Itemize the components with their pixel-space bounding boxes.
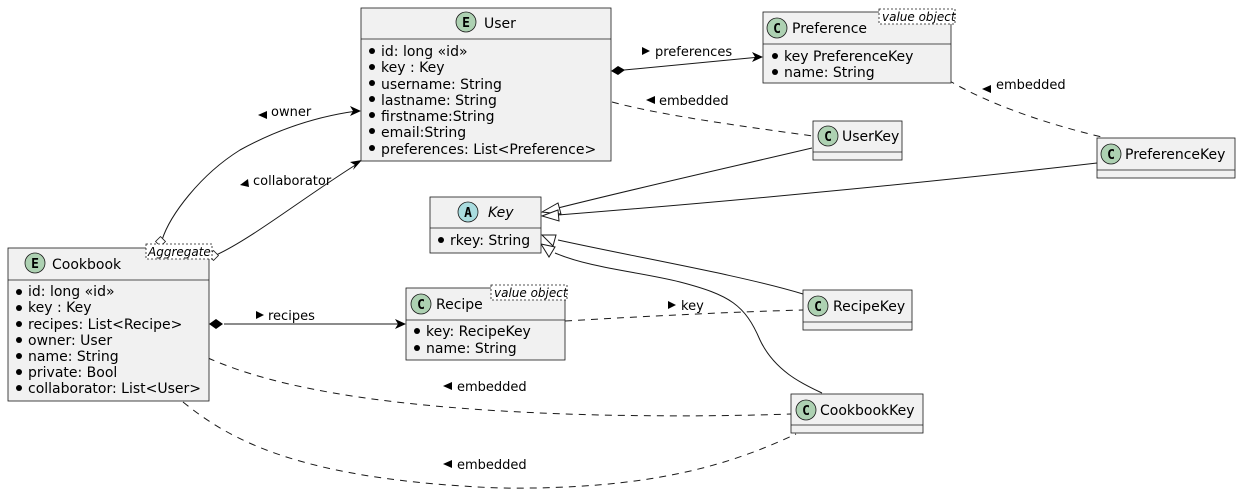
svg-text:C: C bbox=[1107, 148, 1115, 163]
svg-text:key : Key: key : Key bbox=[381, 60, 445, 76]
edge-user-embedded: embedded bbox=[611, 94, 814, 137]
svg-text:email:String: email:String bbox=[381, 125, 466, 141]
stereotype-cookbook: Aggregate bbox=[147, 245, 211, 259]
entity-badge-icon bbox=[24, 252, 46, 274]
edge-label-cookbook-embedded-2: embedded bbox=[457, 458, 527, 473]
edge-label-recipe-key: key bbox=[681, 299, 704, 314]
svg-text:recipes: List<Recipe>: recipes: List<Recipe> bbox=[28, 317, 182, 333]
svg-text:name: String: name: String bbox=[426, 341, 517, 357]
node-title-user: User bbox=[484, 16, 516, 32]
svg-text:key: RecipeKey: key: RecipeKey bbox=[426, 324, 531, 340]
node-title-cookbook: Cookbook bbox=[52, 257, 122, 273]
node-title-preferencekey: PreferenceKey bbox=[1125, 147, 1225, 163]
svg-text:collaborator: List<User>: collaborator: List<User> bbox=[28, 381, 201, 397]
node-recipe[interactable]: C Recipe value object key: RecipeKey nam… bbox=[405, 284, 569, 361]
edge-label-user-embedded: embedded bbox=[659, 94, 729, 109]
class-badge-icon bbox=[1100, 143, 1122, 165]
class-badge-icon bbox=[410, 293, 432, 315]
svg-text:rkey: String: rkey: String bbox=[450, 233, 530, 249]
svg-text:E: E bbox=[31, 257, 39, 272]
abstract-badge-icon bbox=[457, 201, 479, 223]
svg-text:private: Bool: private: Bool bbox=[28, 365, 117, 381]
svg-text:C: C bbox=[802, 404, 810, 419]
svg-text:name: String: name: String bbox=[28, 349, 119, 365]
edge-label-cookbook-embedded-1: embedded bbox=[457, 380, 527, 395]
svg-text:A: A bbox=[464, 206, 472, 221]
svg-text:name: String: name: String bbox=[784, 65, 875, 81]
svg-text:C: C bbox=[814, 300, 822, 315]
svg-text:preferences: List<Preference>: preferences: List<Preference> bbox=[381, 142, 596, 158]
edge-label-collaborator: collaborator bbox=[253, 174, 332, 189]
stereotype-recipe: value object bbox=[494, 286, 569, 300]
edge-key-cookbookkey bbox=[539, 243, 823, 394]
node-title-preference: Preference bbox=[792, 21, 867, 37]
node-preferencekey[interactable]: C PreferenceKey bbox=[1096, 137, 1236, 179]
svg-text:key PreferenceKey: key PreferenceKey bbox=[784, 49, 913, 65]
edge-cookbook-embedded-1: embedded bbox=[207, 357, 792, 417]
svg-text:C: C bbox=[773, 22, 781, 37]
svg-text:id: long «id»: id: long «id» bbox=[381, 44, 468, 60]
edge-label-owner: owner bbox=[271, 105, 312, 120]
node-title-cookbookkey: CookbookKey bbox=[820, 403, 915, 419]
edge-key-preferencekey bbox=[540, 162, 1098, 222]
node-recipekey[interactable]: C RecipeKey bbox=[802, 289, 913, 331]
edge-label-recipes: recipes bbox=[268, 309, 315, 324]
node-title-key: Key bbox=[488, 205, 514, 221]
node-user[interactable]: E User id: long «id» key : Key username:… bbox=[360, 7, 612, 162]
svg-text:C: C bbox=[824, 130, 832, 145]
class-badge-icon bbox=[795, 399, 817, 421]
edge-recipes: recipes bbox=[209, 309, 406, 329]
node-title-recipe: Recipe bbox=[436, 297, 483, 313]
class-badge-icon bbox=[807, 295, 829, 317]
edge-cookbook-embedded-2: embedded bbox=[182, 401, 797, 489]
node-cookbookkey[interactable]: C CookbookKey bbox=[790, 393, 924, 434]
entity-badge-icon bbox=[455, 11, 477, 33]
class-badge-icon bbox=[766, 17, 788, 39]
node-title-userkey: UserKey bbox=[842, 129, 899, 145]
node-preference[interactable]: C Preference value object key Preference… bbox=[762, 8, 957, 84]
stereotype-preference: value object bbox=[882, 10, 957, 24]
svg-text:key : Key: key : Key bbox=[28, 300, 92, 316]
edge-key-recipekey bbox=[540, 234, 804, 295]
svg-text:firstname:String: firstname:String bbox=[381, 109, 495, 125]
edge-owner: owner bbox=[154, 105, 361, 248]
svg-text:owner: User: owner: User bbox=[28, 333, 112, 349]
edge-label-preferences: preferences bbox=[655, 45, 732, 60]
class-badge-icon bbox=[817, 125, 839, 147]
node-title-recipekey: RecipeKey bbox=[833, 299, 905, 315]
edge-collaborator: collaborator bbox=[207, 160, 362, 262]
node-cookbook[interactable]: E Cookbook Aggregate id: long «id» key :… bbox=[7, 243, 213, 402]
svg-text:lastname: String: lastname: String bbox=[381, 93, 497, 109]
svg-text:username: String: username: String bbox=[381, 77, 502, 93]
svg-text:C: C bbox=[417, 298, 425, 313]
edge-preferences: preferences bbox=[611, 45, 763, 75]
node-userkey[interactable]: C UserKey bbox=[812, 120, 903, 161]
edge-recipe-key: key bbox=[564, 299, 804, 322]
edge-pref-embedded: embedded bbox=[947, 78, 1107, 139]
svg-text:E: E bbox=[462, 16, 470, 31]
edge-label-pref-embedded: embedded bbox=[996, 78, 1066, 93]
svg-text:id: long «id»: id: long «id» bbox=[28, 284, 115, 300]
node-key[interactable]: A Key rkey: String bbox=[429, 196, 542, 254]
